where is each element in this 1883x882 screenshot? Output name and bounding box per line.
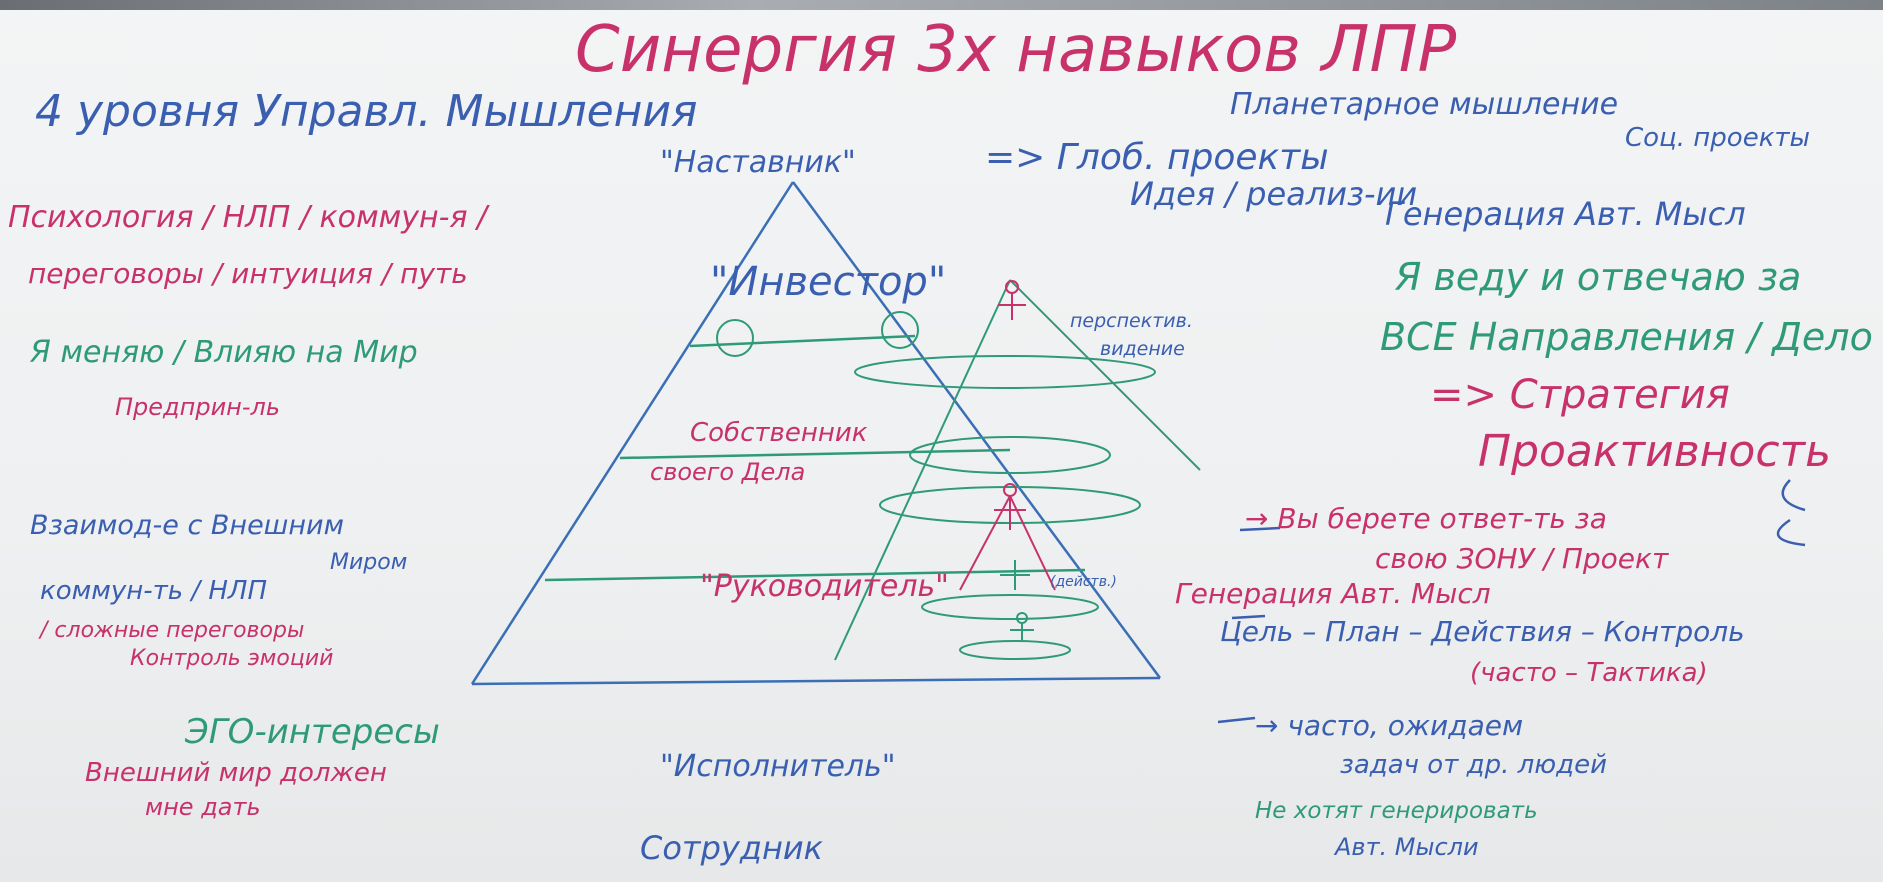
main-pyramid (470, 181, 1162, 686)
note-take-responsibility-line1: → Вы берете ответ-ть за (1245, 502, 1607, 535)
note-comm-nlp: коммун-ть / НЛП (40, 576, 268, 606)
note-social-projects: Соц. проекты (1625, 123, 1811, 153)
note-often-wait-line1: → часто, ожидаем (1255, 709, 1524, 742)
note-lead-responsible-line2: ВСЕ Направления / Дело (1380, 315, 1873, 359)
note-entrepreneur: Предприн-ль (115, 393, 280, 421)
note-perspective-line1: перспектив. (1070, 310, 1193, 332)
note-interaction-line1: Взаимод-е с Внешним (30, 510, 344, 541)
stick-figures (959, 280, 1056, 591)
note-emotion-control: Контроль эмоций (130, 646, 334, 671)
note-gen-auto-thoughts-top: Генерация Авт. Мысл (1385, 195, 1746, 233)
note-psychology-line1: Психология / НЛП / коммун-я / (8, 200, 488, 235)
note-psychology-line2: переговоры / интуиция / путь (28, 257, 468, 290)
note-take-responsibility-line2: свою ЗОНУ / Проект (1375, 542, 1669, 575)
note-world-owes-line2: мне дать (145, 793, 261, 821)
note-global-projects: => Глоб. проекты (985, 137, 1329, 178)
small-figures (1000, 560, 1034, 640)
board-frame-edge (0, 0, 1883, 10)
note-not-want-line1: Не хотят генерировать (1255, 798, 1538, 824)
note-goal-plan: Цель – План – Действия – Контроль (1220, 615, 1745, 648)
note-change-world: Я меняю / Влияю на Мир (30, 335, 418, 370)
board-title: Синергия 3х навыков ЛПР (575, 13, 1457, 87)
level-mentor: "Наставник" (660, 145, 856, 180)
note-not-want-line2: Авт. Мысли (1335, 833, 1479, 861)
level-investor: "Инвестор" (710, 259, 947, 305)
level-executor: "Исполнитель" (660, 749, 896, 784)
note-lead-responsible-line1: Я веду и отвечаю за (1395, 255, 1802, 299)
level-divider-lines (544, 334, 1086, 582)
note-interaction-line2: Миром (330, 550, 408, 575)
note-ideas-realization: Идея / реализ-ии (1130, 175, 1418, 213)
note-world-owes-line1: Внешний мир должен (85, 758, 387, 788)
level-owner-line2: своего Дела (650, 458, 806, 486)
level-employee: Сотрудник (640, 829, 823, 867)
note-gen-auto-thoughts-mid: Генерация Авт. Мысл (1175, 577, 1491, 610)
heading-four-levels: 4 уровня Управл. Мышления (35, 86, 698, 137)
note-often-wait-line2: задач от др. людей (1340, 750, 1607, 780)
note-perspective-line2: видение (1100, 338, 1185, 360)
note-hard-negotiations: / сложные переговоры (40, 618, 305, 643)
arrows (1217, 479, 1806, 724)
level-manager: "Руководитель" (700, 569, 949, 604)
note-proactivity: Проактивность (1478, 426, 1832, 477)
inner-pyramid (716, 279, 1201, 661)
note-manager-side: (действ.) (1050, 574, 1117, 590)
note-planetary: Планетарное мышление (1230, 87, 1619, 122)
level-owner-line1: Собственник (690, 418, 868, 448)
note-often-tactics: (часто – Тактика) (1470, 658, 1708, 688)
note-ego-interests: ЭГО-интересы (185, 712, 440, 752)
note-strategy: => Стратегия (1430, 372, 1730, 418)
